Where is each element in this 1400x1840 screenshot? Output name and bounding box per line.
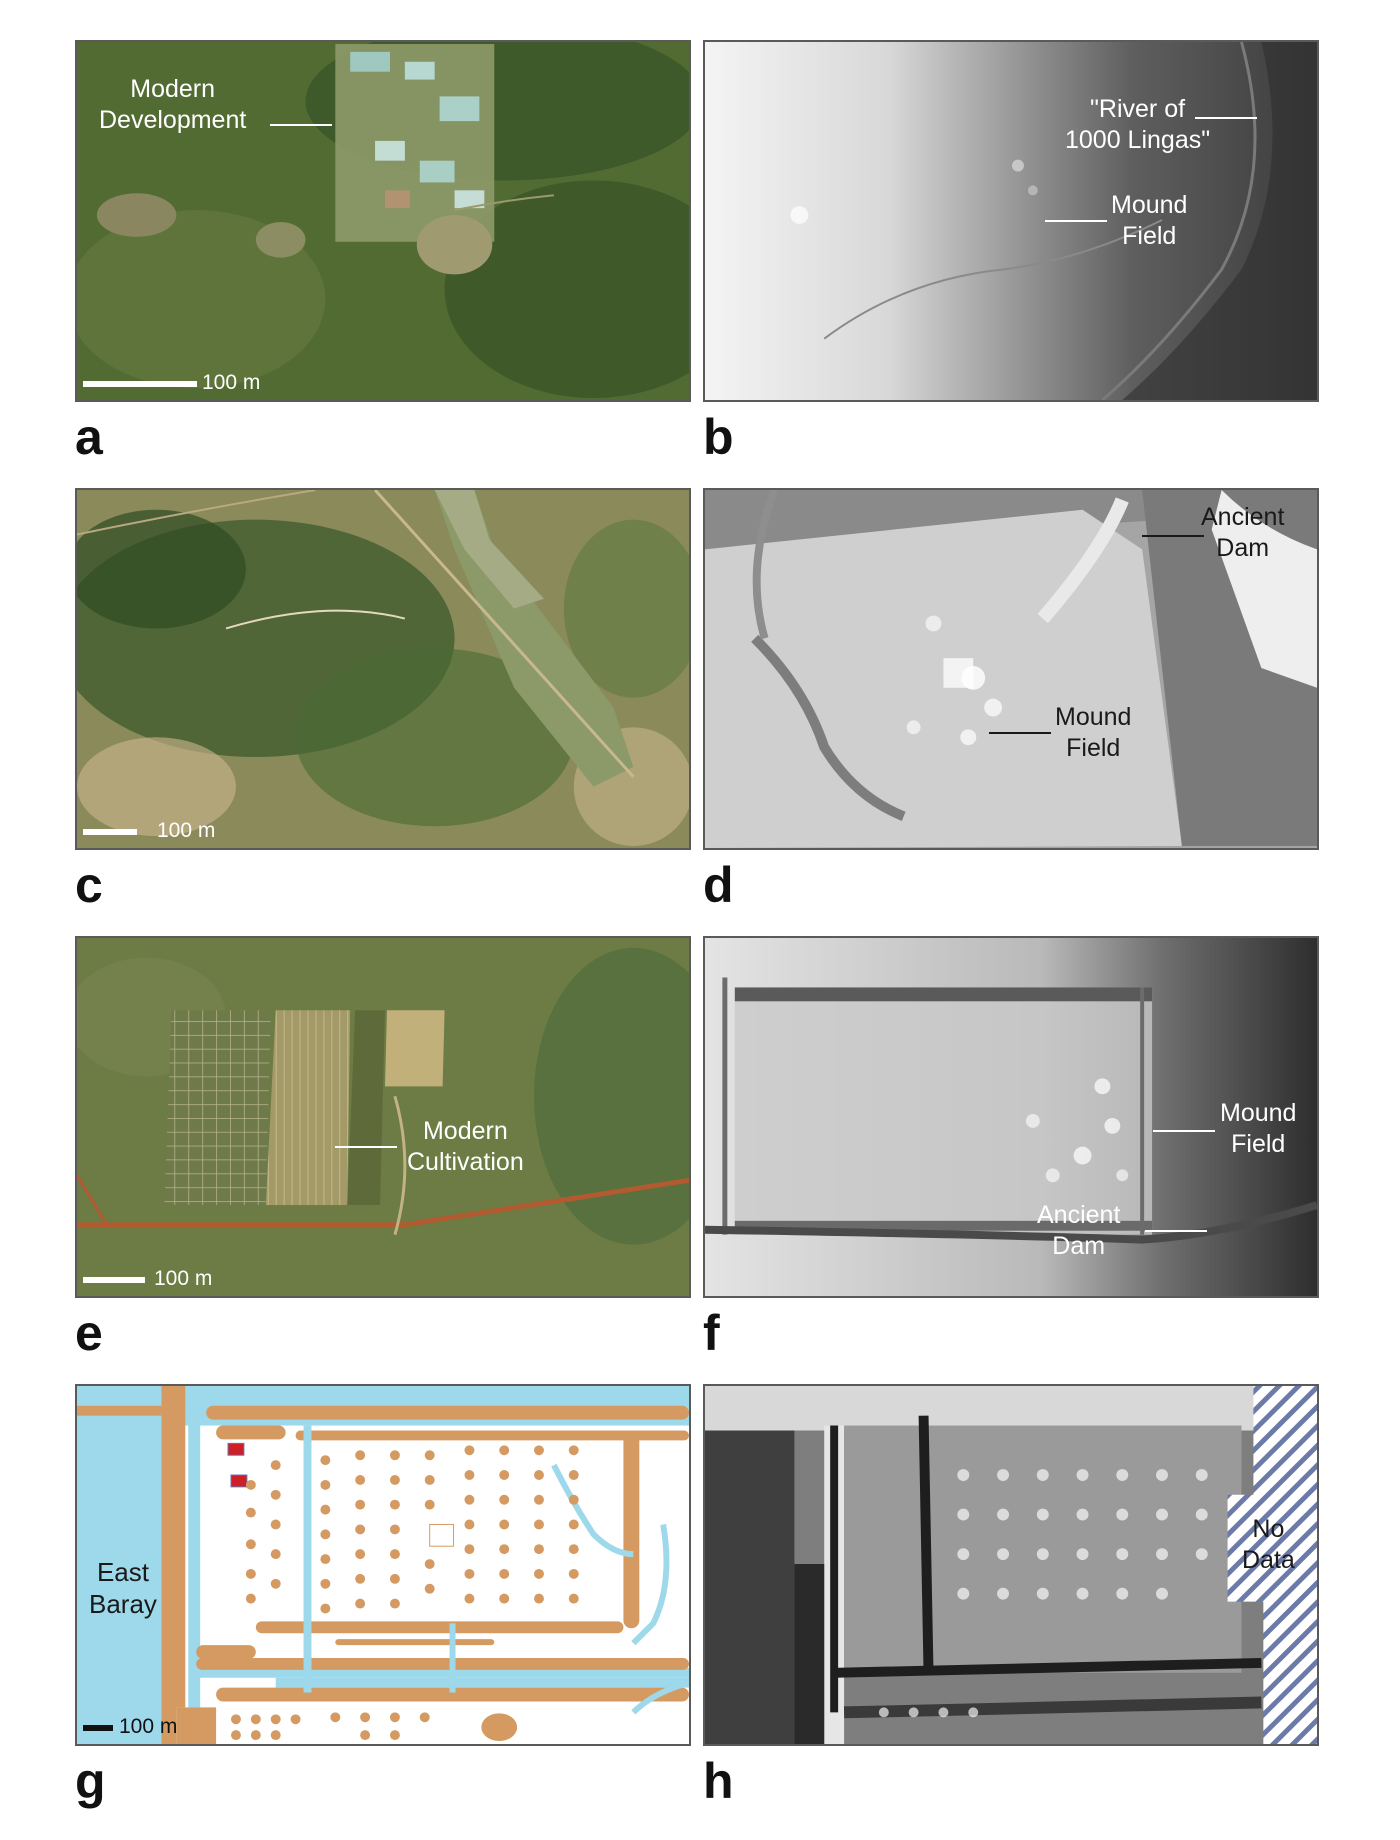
panel-label-c: c [75,857,103,913]
leader-line [1142,535,1204,537]
interpretive-map [77,1386,689,1744]
scale-bar-label: 100 m [202,371,261,394]
scale-bar [83,381,197,387]
panel-label-e: e [75,1305,103,1361]
scale-bar-label: 100 m [119,1715,178,1738]
leader-line [1145,1230,1207,1232]
leader-line [270,124,332,126]
scale-bar-label: 100 m [157,819,216,842]
aerial-photo-e [77,938,689,1296]
scale-bar [83,829,137,835]
lidar-dem-d [705,490,1317,848]
panel-label-b: b [703,409,734,465]
scale-bar [83,1277,145,1283]
panel-label-d: d [703,857,734,913]
aerial-photo-c [77,490,689,848]
panel-label-g: g [75,1753,106,1809]
panel-label-a: a [75,409,103,465]
leader-line [1045,220,1107,222]
scale-bar [83,1725,113,1731]
panel-label-f: f [703,1305,720,1361]
leader-line [1195,117,1257,119]
panel-c-aerial-image: 100 m [75,488,691,850]
leader-line [989,732,1051,734]
lidar-dem-h [705,1386,1317,1744]
aerial-photo-a [77,42,689,400]
leader-line [1153,1130,1215,1132]
leader-line [335,1146,397,1148]
panel-label-h: h [703,1753,734,1809]
lidar-hillshade-b [705,42,1317,400]
scale-bar-label: 100 m [154,1267,213,1290]
lidar-dem-f [705,938,1317,1296]
